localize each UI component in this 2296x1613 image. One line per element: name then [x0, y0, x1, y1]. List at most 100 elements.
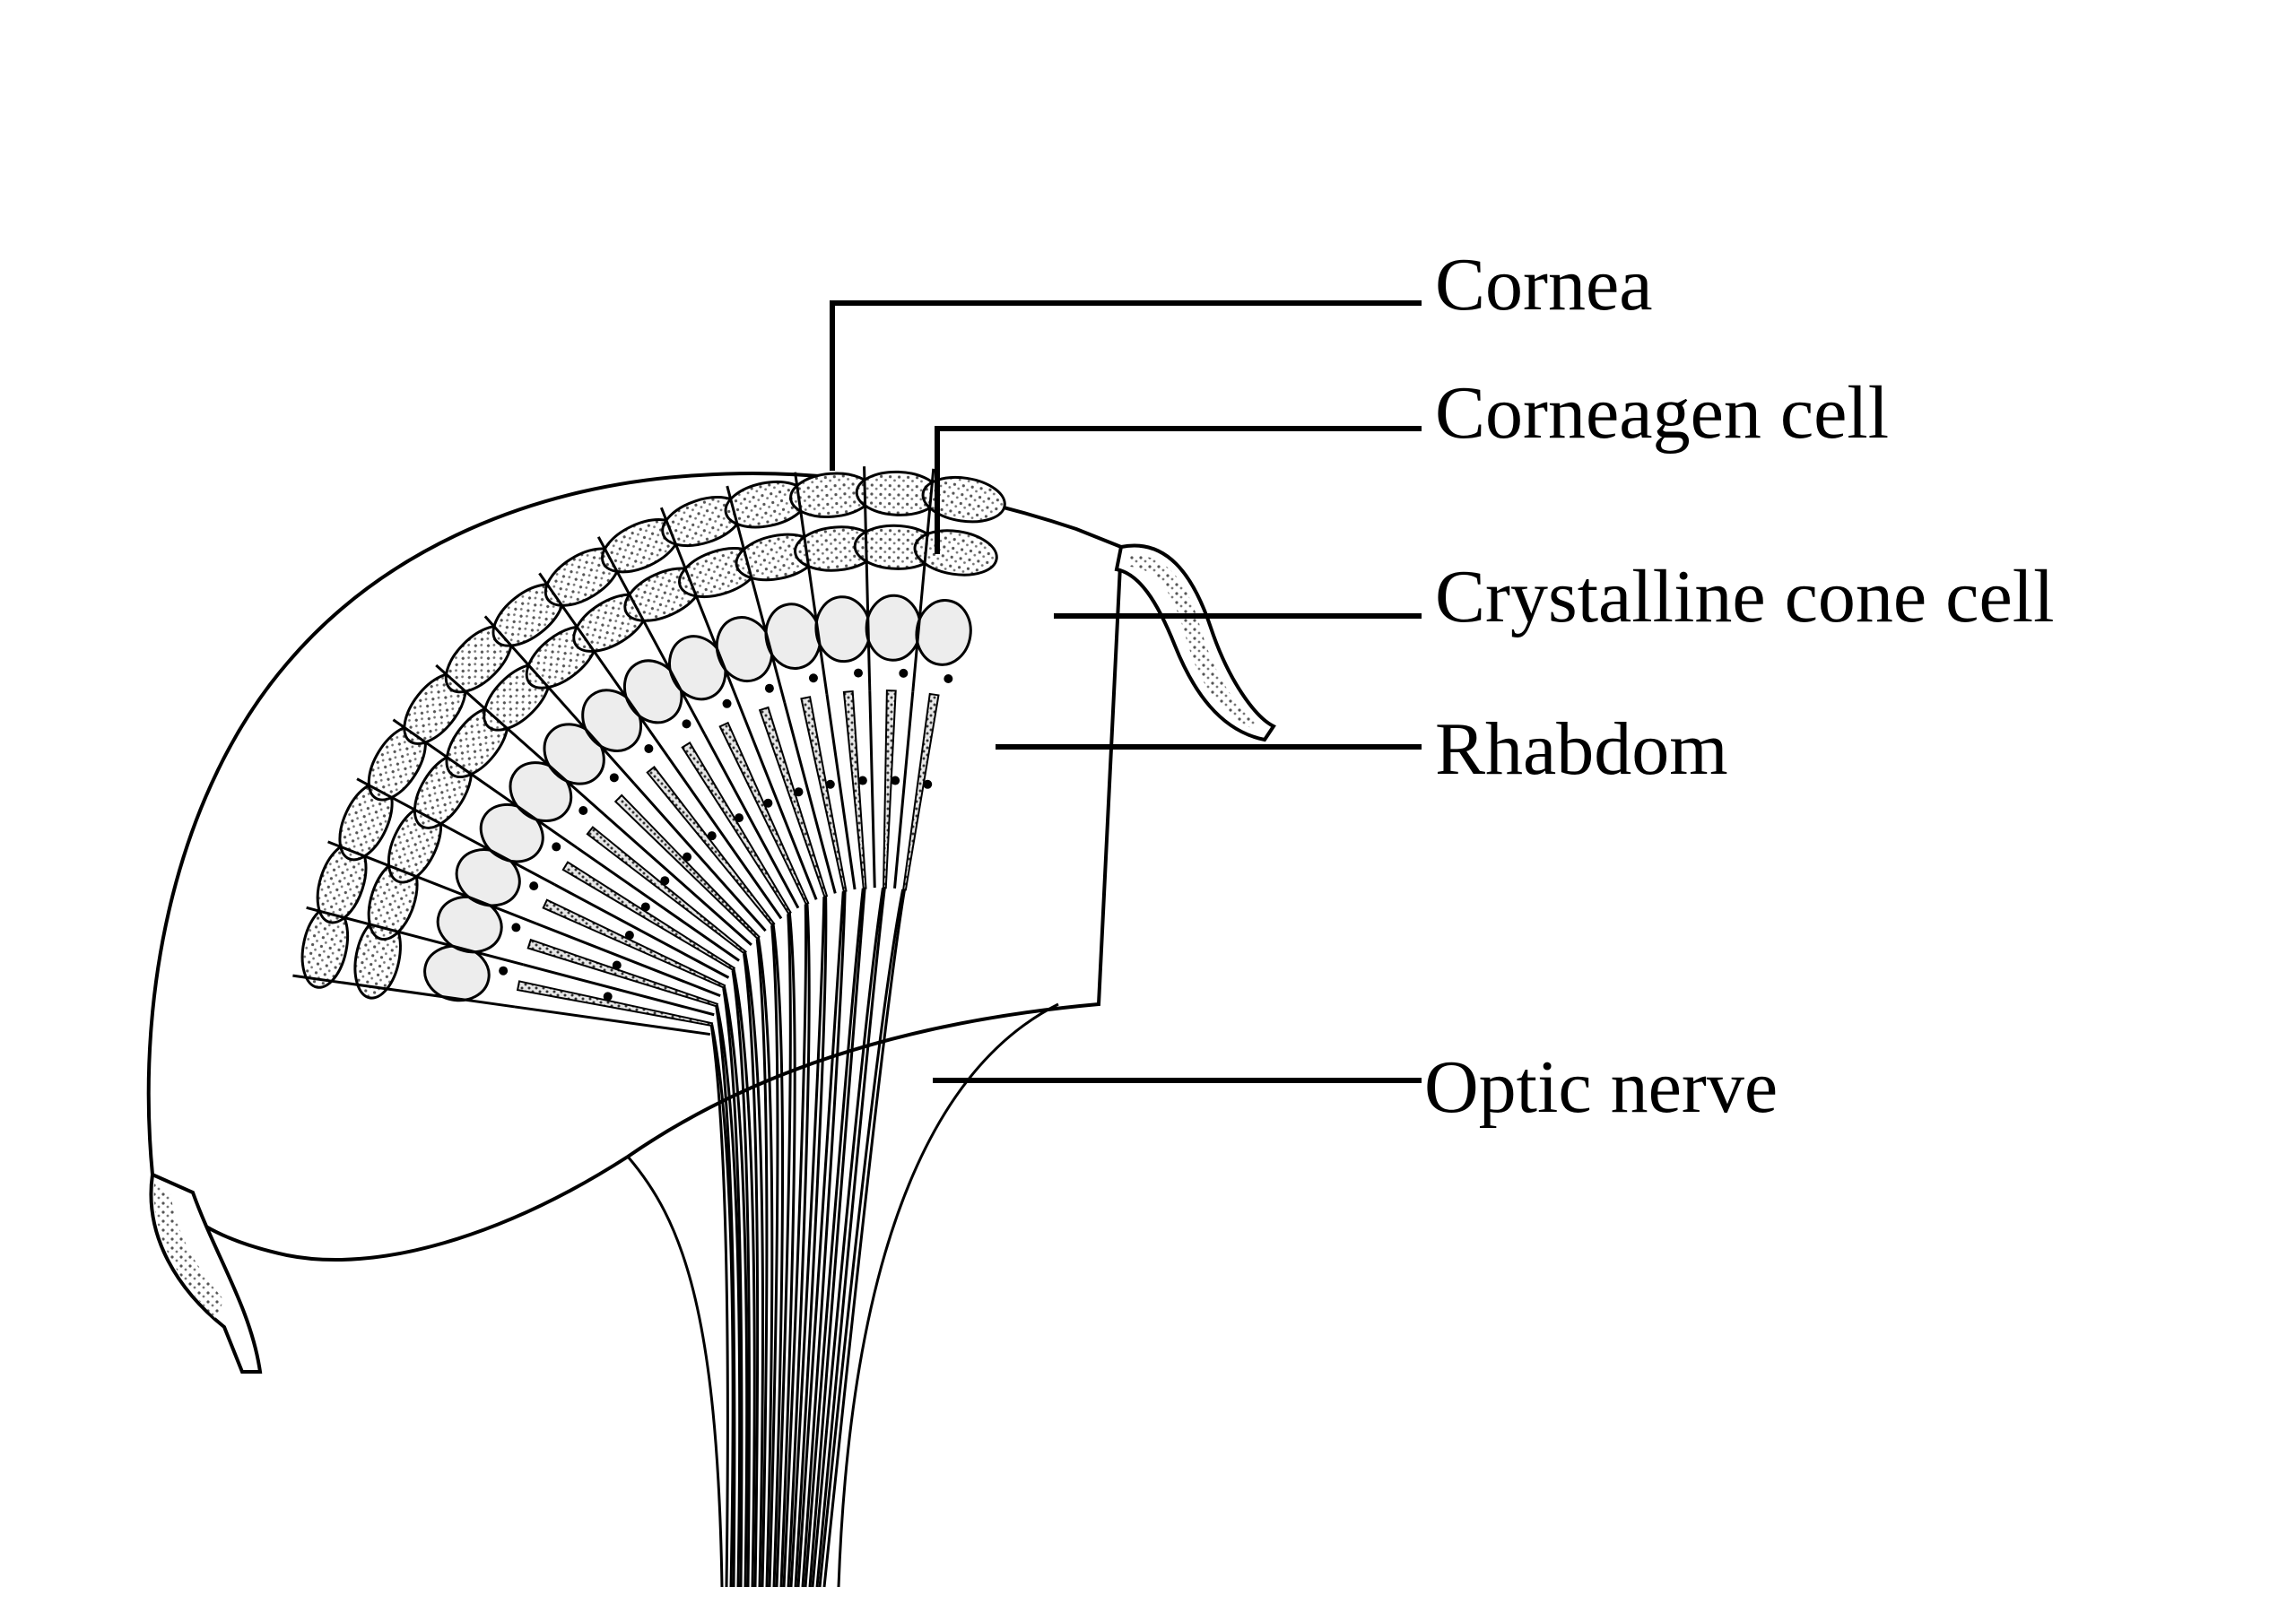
retinula-nucleus [640, 902, 650, 912]
cell-boundary [356, 777, 556, 886]
cell-boundary [794, 472, 829, 695]
rhabdom-column [561, 861, 736, 972]
retinula-boundary [666, 756, 783, 920]
right-membrane-stipple [1128, 555, 1256, 728]
rhabdom-column [542, 898, 726, 989]
nerve-bundle-edge [626, 1156, 724, 1588]
retinula-boundary [742, 715, 818, 900]
optic-nerve-fibers [626, 887, 1059, 1588]
label-corneagen-cell: Corneagen cell [1435, 371, 1889, 455]
retinula-boundary [893, 691, 915, 889]
retinula-boundary [576, 846, 740, 962]
cell-boundary [292, 974, 516, 1009]
cell-nucleus [578, 805, 588, 815]
nerve-fiber [771, 924, 785, 1588]
cell-nucleus [644, 743, 654, 753]
retinula-boundary [703, 733, 800, 909]
leader-corneagen-cell [935, 426, 1422, 554]
cell-nucleus [764, 683, 774, 693]
nerve-bundle-edge [837, 1002, 1059, 1588]
cell-nucleus [899, 668, 909, 678]
nerve-fiber [723, 986, 749, 1588]
nerve-fiber [757, 937, 774, 1588]
cell-nucleus [529, 881, 539, 891]
nerve-fiber [732, 968, 756, 1588]
left-membrane-stipple [153, 1184, 224, 1318]
nerve-fiber [755, 939, 769, 1588]
retinula-boundary [633, 782, 767, 932]
cell-boundary [483, 615, 636, 785]
crystalline-cone-cell [865, 594, 922, 662]
cell-boundary [392, 718, 578, 849]
cell-nucleus [609, 773, 619, 783]
nerve-fiber [801, 890, 847, 1588]
cell-boundary [306, 906, 524, 967]
retinula-boundary [783, 702, 837, 894]
label-cornea: Cornea [1435, 243, 1653, 326]
nerve-fiber [743, 953, 760, 1588]
nerve-fiber [775, 914, 792, 1588]
retinula-boundary [523, 963, 715, 1017]
retinula-nucleus [825, 779, 835, 789]
retinula-boundary [535, 922, 721, 997]
nerve-fiber [710, 1024, 735, 1588]
cell-nucleus [682, 719, 691, 729]
retinula-boundary [825, 693, 857, 890]
nerve-fiber [715, 1004, 742, 1588]
nerve-fiber [768, 925, 779, 1588]
nerve-fiber [818, 889, 905, 1588]
nerve-fiber [722, 987, 744, 1588]
nerve-fiber [709, 1026, 729, 1588]
retinula-nucleus [857, 776, 867, 785]
nerve-fiber [808, 888, 866, 1588]
retinula-nucleus [624, 931, 634, 941]
nerve-fiber [715, 1006, 736, 1588]
nerve-fiber [815, 887, 886, 1588]
rhabdom-column [681, 741, 792, 915]
rhabdom-column [646, 766, 776, 927]
retinula-nucleus [707, 831, 717, 841]
cornea-lens-cell [921, 475, 1006, 524]
nerve-fiber [789, 897, 826, 1588]
retinula-nucleus [923, 779, 933, 789]
nerve-fiber [744, 952, 765, 1588]
cell-boundary [538, 572, 670, 759]
leader-cornea [830, 300, 1422, 471]
crystalline-cone-layer [292, 466, 972, 1009]
retinula-boundary [868, 690, 876, 889]
rhabdom-column [758, 706, 829, 898]
rhabdom-column [718, 721, 810, 906]
rhabdom-column [526, 938, 719, 1008]
cell-boundary [911, 468, 935, 692]
rhabdom-column [800, 696, 848, 893]
retinula-nucleus [763, 798, 773, 808]
cell-nucleus [722, 698, 732, 708]
label-optic-nerve: Optic nerve [1424, 1045, 1778, 1129]
cell-boundary [726, 485, 787, 704]
crystalline-cone-cell [915, 599, 972, 666]
retinula-nucleus [612, 960, 622, 970]
rhabdom-column [842, 689, 867, 889]
nerve-fiber [779, 913, 796, 1588]
rhabdom-layer [514, 689, 940, 1036]
cell-nucleus [808, 673, 818, 683]
label-rhabdom: Rhabdom [1435, 707, 1728, 791]
cell-boundary [863, 466, 872, 691]
retinula-nucleus [683, 852, 692, 862]
cell-boundary [659, 507, 745, 717]
cell-nucleus [552, 842, 561, 852]
cell-nucleus [853, 668, 863, 678]
rhabdom-column [586, 826, 747, 955]
label-crystalline-cone-cell: Crystalline cone cell [1435, 555, 2054, 638]
nerve-fiber [782, 904, 808, 1588]
nerve-fiber [804, 888, 865, 1588]
cornea-lens-layer [300, 470, 1006, 1000]
cell-boundary [596, 536, 707, 735]
left-membrane-flap [149, 1172, 263, 1374]
cell-nucleus [499, 966, 509, 976]
retinula-boundary [553, 883, 730, 979]
retinula-boundary [603, 812, 752, 947]
retinula-nucleus [794, 787, 804, 797]
